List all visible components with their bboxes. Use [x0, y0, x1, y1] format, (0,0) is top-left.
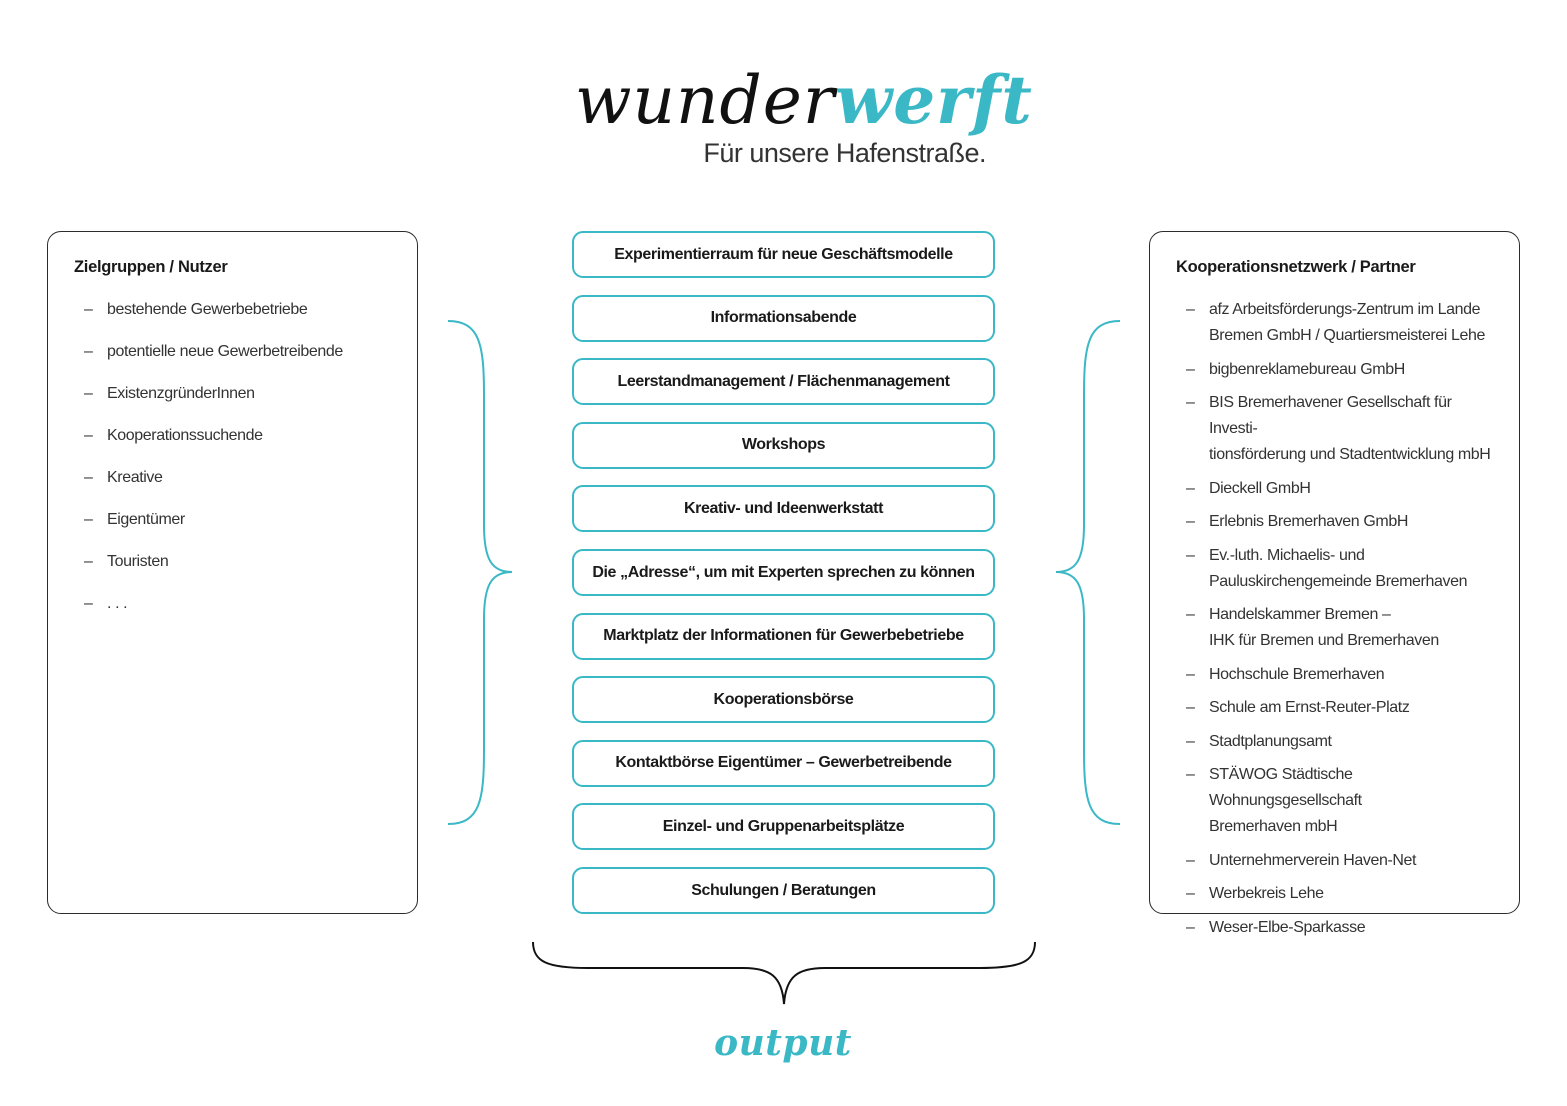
offering-pill: Kontaktbörse Eigentümer – Gewerbetreiben… — [572, 739, 995, 787]
list-dash: – — [84, 553, 93, 570]
list-dash: – — [1186, 732, 1195, 750]
offering-pill: Die „Adresse“, um mit Experten sprechen … — [572, 549, 995, 596]
partner-network-title: Kooperationsnetzwerk / Partner — [1176, 258, 1416, 276]
list-dash: – — [84, 343, 93, 360]
offering-pill: Leerstandmanagement / Flächenmanagement — [572, 358, 995, 406]
offering-pill: Informationsabende — [572, 294, 995, 342]
logo: wunderwerft — [575, 60, 1032, 141]
offering-pill: Kooperationsbörse — [572, 676, 995, 724]
target-group-label: Kooperationssuchende — [107, 427, 263, 444]
list-dash: – — [1186, 546, 1195, 564]
partner-item: –Dieckell GmbH — [1176, 476, 1499, 502]
target-group-label: ExistenzgründerInnen — [107, 385, 255, 402]
partner-item: –BIS Bremerhavener Gesellschaft für Inve… — [1176, 390, 1499, 468]
target-group-label: potentielle neue Gewerbetreibende — [107, 343, 343, 360]
partner-item: –Schule am Ernst-Reuter-Platz — [1176, 695, 1499, 721]
list-dash: – — [1186, 766, 1195, 783]
partner-item: –bigbenreklamebureau GmbH — [1176, 357, 1499, 383]
offering-pill: Schulungen / Beratungen — [572, 867, 995, 914]
partner-label-line: Hochschule Bremerhaven — [1209, 665, 1385, 683]
partner-item: –Erlebnis Bremerhaven GmbH — [1176, 509, 1499, 535]
partner-item: –Stadtplanungsamt — [1176, 729, 1499, 755]
target-group-item: –ExistenzgründerInnen — [74, 381, 397, 407]
partner-label-line: Unternehmerverein Haven-Net — [1209, 851, 1417, 869]
target-group-label: . . . — [107, 595, 128, 612]
list-dash: – — [84, 385, 93, 402]
tagline: Für unsere Hafenstraße. — [703, 138, 986, 168]
list-dash: – — [1186, 851, 1195, 869]
partner-item: –Unternehmerverein Haven-Net — [1176, 848, 1499, 874]
partner-label-line: IHK für Bremen und Bremerhaven — [1209, 632, 1439, 649]
partner-label-line: Handelskammer Bremen – — [1209, 606, 1391, 623]
partner-item: –Werbekreis Lehe — [1176, 881, 1499, 907]
list-dash: – — [1186, 394, 1195, 411]
partner-label-line: Pauluskirchengemeinde Bremerhaven — [1209, 572, 1468, 590]
target-group-item: –bestehende Gewerbebetriebe — [74, 297, 397, 323]
list-dash: – — [1186, 513, 1195, 530]
partner-label-line: STÄWOG Städtische Wohnungsgesellschaft — [1209, 766, 1362, 809]
partner-item: –Weser-Elbe-Sparkasse — [1176, 915, 1499, 941]
left-curly-brace — [447, 320, 513, 825]
partner-label-line: tionsförderung und Stadtentwicklung mbH — [1209, 446, 1491, 463]
logo-part-wunder: wunder — [575, 62, 836, 139]
target-groups-list: –bestehende Gewerbebetriebe–potentielle … — [74, 297, 397, 633]
partner-label-line: BIS Bremerhavener Gesellschaft für Inves… — [1209, 394, 1452, 437]
list-dash: – — [1186, 699, 1195, 716]
partner-label-line: Erlebnis Bremerhaven GmbH — [1209, 513, 1408, 530]
partner-label-line: bigbenreklamebureau GmbH — [1209, 360, 1405, 378]
partner-label-line: Schule am Ernst-Reuter-Platz — [1209, 699, 1410, 716]
target-group-label: Eigentümer — [107, 511, 185, 528]
partner-label-line: Dieckell GmbH — [1209, 479, 1311, 497]
target-groups-title: Zielgruppen / Nutzer — [74, 258, 228, 276]
target-group-item: –Kreative — [74, 465, 397, 491]
list-dash: – — [1186, 606, 1195, 623]
partner-item: –Handelskammer Bremen – IHK für Bremen un… — [1176, 602, 1499, 654]
partner-label-line: Bremerhaven mbH — [1209, 818, 1338, 835]
logo-wordmark: wunderwerft — [575, 60, 1032, 141]
target-group-item: –. . . — [74, 591, 397, 617]
offering-pill: Einzel- und Gruppenarbeitsplätze — [572, 803, 995, 851]
list-dash: – — [1186, 301, 1195, 318]
list-dash: – — [84, 469, 93, 486]
offering-pill: Kreativ- und Ideenwerkstatt — [572, 485, 995, 533]
offering-pill: Marktplatz der Informationen für Gewerbe… — [572, 612, 995, 660]
list-dash: – — [84, 511, 93, 528]
partner-label-line: afz Arbeitsförderungs-Zentrum im Lande — [1209, 301, 1481, 318]
target-group-label: Kreative — [107, 469, 163, 486]
target-group-item: –Eigentümer — [74, 507, 397, 533]
partner-label-line: Ev.-luth. Michaelis- und — [1209, 546, 1365, 564]
bottom-curly-brace — [532, 941, 1036, 1005]
target-groups-box: Zielgruppen / Nutzer –bestehende Gewerbe… — [47, 231, 418, 914]
target-group-item: –potentielle neue Gewerbetreibende — [74, 339, 397, 365]
list-dash: – — [84, 595, 93, 612]
list-dash: – — [84, 427, 93, 444]
partner-label-line: Werbekreis Lehe — [1209, 885, 1324, 902]
list-dash: – — [1186, 918, 1195, 936]
partner-label-line: Weser-Elbe-Sparkasse — [1209, 918, 1366, 936]
target-group-item: –Kooperationssuchende — [74, 423, 397, 449]
list-dash: – — [1186, 665, 1195, 683]
target-group-label: bestehende Gewerbebetriebe — [107, 301, 308, 318]
output-label: output — [714, 1022, 852, 1064]
list-dash: – — [1186, 479, 1195, 497]
partner-item: –Hochschule Bremerhaven — [1176, 662, 1499, 688]
right-curly-brace — [1055, 320, 1121, 825]
list-dash: – — [1186, 885, 1195, 902]
logo-part-werft: werft — [835, 61, 1033, 139]
partner-label-line: Stadtplanungsamt — [1209, 732, 1332, 750]
list-dash: – — [84, 301, 93, 318]
offering-pill: Experimentierraum für neue Geschäftsmode… — [572, 231, 995, 278]
list-dash: – — [1186, 360, 1195, 378]
target-group-label: Touristen — [107, 553, 169, 570]
partner-network-box: Kooperationsnetzwerk / Partner –afz Arbe… — [1149, 231, 1520, 936]
offering-pill: Workshops — [572, 421, 995, 469]
partner-label-line: Bremen GmbH / Quartiersmeisterei Lehe — [1209, 327, 1485, 344]
target-group-item: –Touristen — [74, 549, 397, 575]
